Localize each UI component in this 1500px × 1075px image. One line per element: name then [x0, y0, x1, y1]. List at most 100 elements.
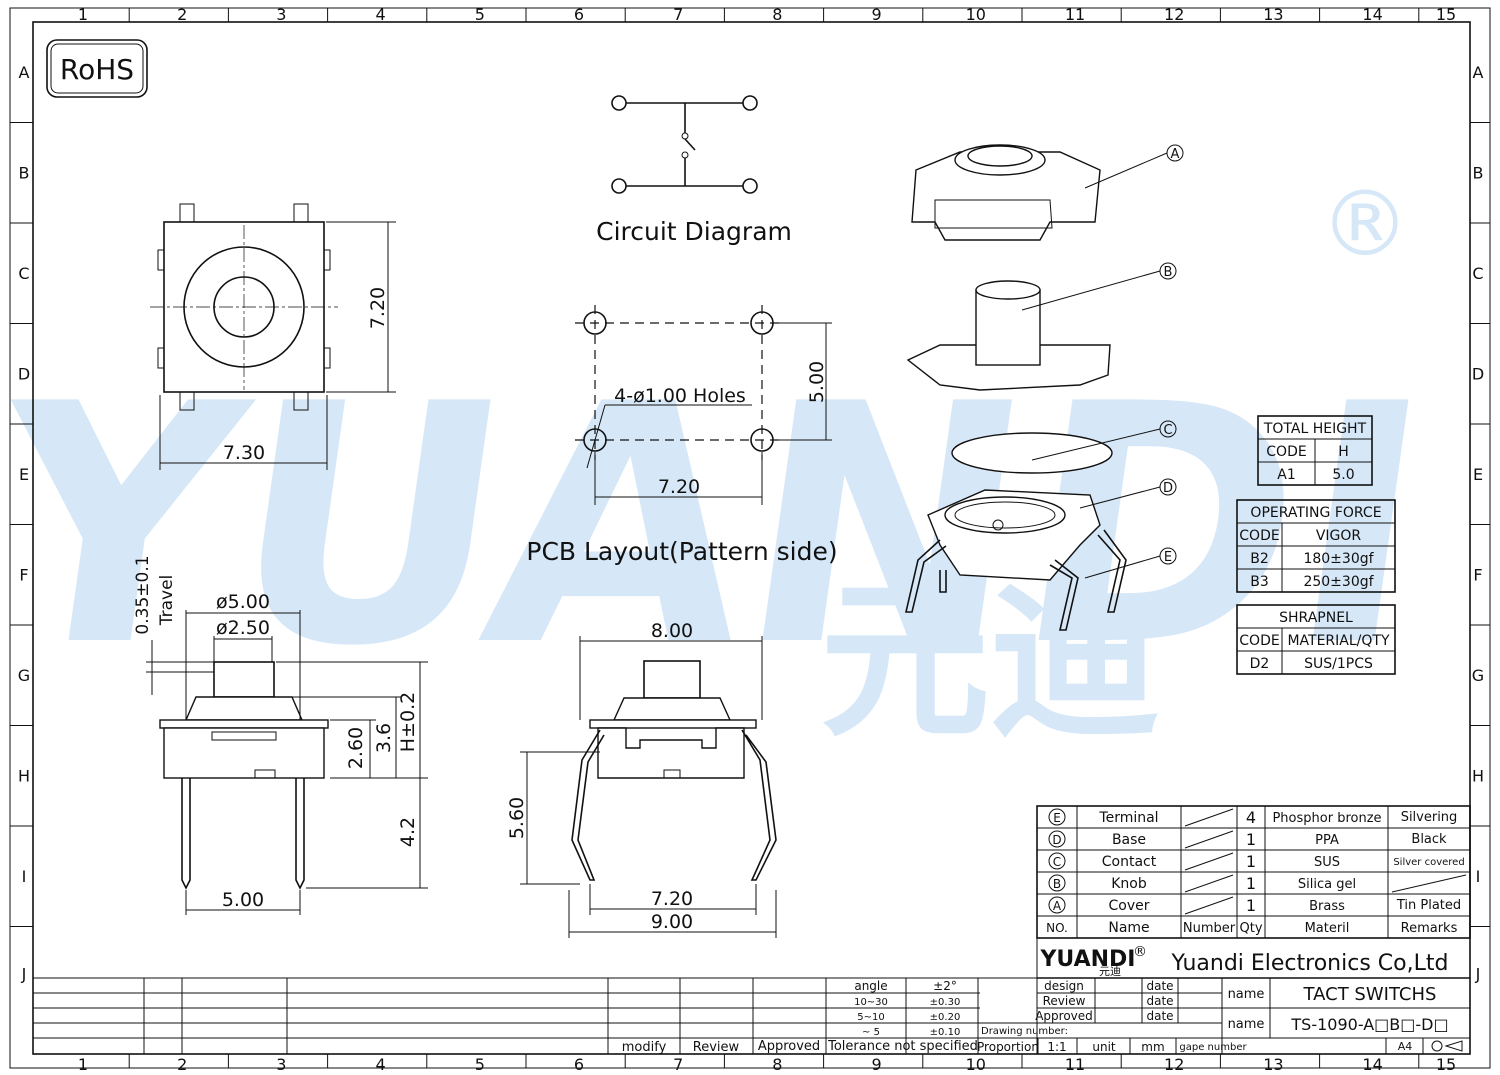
grid-col-top: 15	[1436, 5, 1456, 24]
callout-letter: A	[1171, 147, 1180, 162]
operating-force-table-cell: B3	[1250, 574, 1269, 590]
front-dim-h: 5.60	[506, 797, 528, 839]
grid-row-left: A	[19, 63, 30, 82]
total-height-table-header: H	[1338, 444, 1349, 460]
grid-col-bottom: 12	[1164, 1055, 1184, 1074]
label-page-number: gape number	[1179, 1042, 1247, 1053]
grid-col-bottom: 9	[872, 1055, 882, 1074]
tolerance-range: angle	[854, 979, 887, 993]
label-drawing-number: Drawing number:	[981, 1026, 1068, 1037]
grid-col-bottom: 7	[673, 1055, 683, 1074]
grid-row-right: C	[1472, 264, 1483, 283]
product-name: TACT SWITCHS	[1303, 984, 1437, 1005]
front-view: 8.00 5.60 7.20 9.00	[506, 620, 777, 938]
label-date: date	[1146, 1009, 1173, 1023]
tolerance-value: ±0.30	[930, 997, 961, 1008]
side-dim-d1: ø5.00	[216, 591, 270, 613]
bom-qty: 1	[1246, 896, 1256, 915]
bom-material: PPA	[1315, 833, 1339, 848]
grid-row-right: B	[1473, 164, 1484, 183]
grid-row-right: I	[1476, 867, 1481, 886]
grid-col-top: 11	[1065, 5, 1085, 24]
rohs-label: RoHS	[60, 53, 134, 86]
grid-row-left: J	[21, 965, 27, 984]
grid-col-top: 8	[772, 5, 782, 24]
bom-header: Number	[1183, 921, 1236, 936]
pcb-title: PCB Layout(Pattern side)	[526, 537, 837, 566]
bom-material: Brass	[1309, 899, 1345, 914]
grid-row-left: C	[18, 264, 29, 283]
watermark-registered: ®	[1320, 172, 1410, 277]
label-review: Review	[693, 1040, 740, 1055]
bom-callout-marker	[1048, 852, 1066, 870]
grid-col-top: 13	[1263, 5, 1283, 24]
bom-callout-marker	[1048, 874, 1066, 892]
grid-row-right: G	[1472, 666, 1484, 685]
callout-marker	[1159, 420, 1177, 438]
side-dim-d2: ø2.50	[216, 617, 270, 639]
callout-letter: E	[1164, 550, 1172, 565]
grid-col-top: 9	[872, 5, 882, 24]
side-dim-h1: 2.60	[345, 727, 367, 769]
grid-col-bottom: 5	[475, 1055, 485, 1074]
bom-header: Remarks	[1401, 921, 1458, 936]
projection-symbol	[1431, 1040, 1443, 1052]
side-dim-leg: 4.2	[397, 817, 419, 847]
callout-marker	[1159, 547, 1177, 565]
label-review: Review	[1043, 994, 1086, 1008]
bom-name: Cover	[1109, 898, 1150, 914]
bom-material: Silica gel	[1298, 877, 1356, 892]
bom-name: Contact	[1102, 854, 1157, 870]
grid-row-right: A	[1473, 63, 1484, 82]
bom-header: Qty	[1239, 921, 1262, 936]
shrapnel-table-cell: SUS/1PCS	[1304, 656, 1373, 672]
grid-col-bottom: 1	[78, 1055, 88, 1074]
grid-row-right: E	[1473, 465, 1483, 484]
label-tolerance: Tolerance not specified	[827, 1039, 978, 1054]
front-dim-top: 8.00	[651, 620, 693, 642]
grid-row-left: D	[18, 365, 30, 384]
product-code: TS-1090-A□B□-D□	[1290, 1015, 1448, 1034]
pcb-dim-h: 5.00	[806, 361, 828, 403]
grid-col-top: 12	[1164, 5, 1184, 24]
callout-marker	[1166, 144, 1184, 162]
callout-marker	[1159, 478, 1177, 496]
bom-remarks: Silvering	[1401, 810, 1458, 825]
tolerance-range: 5~10	[857, 1012, 884, 1023]
grid-col-bottom: 11	[1065, 1055, 1085, 1074]
grid-row-left: G	[18, 666, 30, 685]
bom-name: Terminal	[1098, 810, 1158, 826]
bom-no: C	[1053, 855, 1061, 869]
callout-letter: D	[1163, 481, 1173, 496]
company-name: Yuandi Electronics Co,Ltd	[1171, 951, 1449, 976]
bom-no: B	[1053, 877, 1061, 891]
logo-text: YUANDI	[1039, 947, 1135, 972]
front-dim-w-in: 7.20	[651, 888, 693, 910]
grid-col-top: 5	[475, 5, 485, 24]
label-name: name	[1228, 987, 1265, 1002]
side-dim-pitch: 5.00	[222, 889, 264, 911]
operating-force-table-title: OPERATING FORCE	[1250, 505, 1381, 521]
grid-col-top: 2	[177, 5, 187, 24]
top-dim-h: 7.20	[367, 287, 389, 329]
label-modify: modify	[622, 1040, 667, 1055]
shrapnel-table-header: MATERIAL/QTY	[1287, 633, 1389, 649]
bom-material: Phosphor bronze	[1272, 811, 1381, 826]
paper-size: A4	[1398, 1040, 1413, 1053]
operating-force-table-cell: B2	[1250, 551, 1269, 567]
grid-col-bottom: 4	[376, 1055, 386, 1074]
operating-force-table-header: CODE	[1239, 528, 1279, 544]
side-travel-label: Travel	[157, 575, 177, 627]
grid-row-right: H	[1472, 767, 1484, 786]
grid-row-left: H	[18, 767, 30, 786]
watermark: YUANDI 元迪 ®	[0, 172, 1448, 761]
bom-qty: 1	[1246, 830, 1256, 849]
circuit-diagram: Circuit Diagram	[596, 95, 792, 246]
callout-letter: C	[1163, 423, 1172, 438]
